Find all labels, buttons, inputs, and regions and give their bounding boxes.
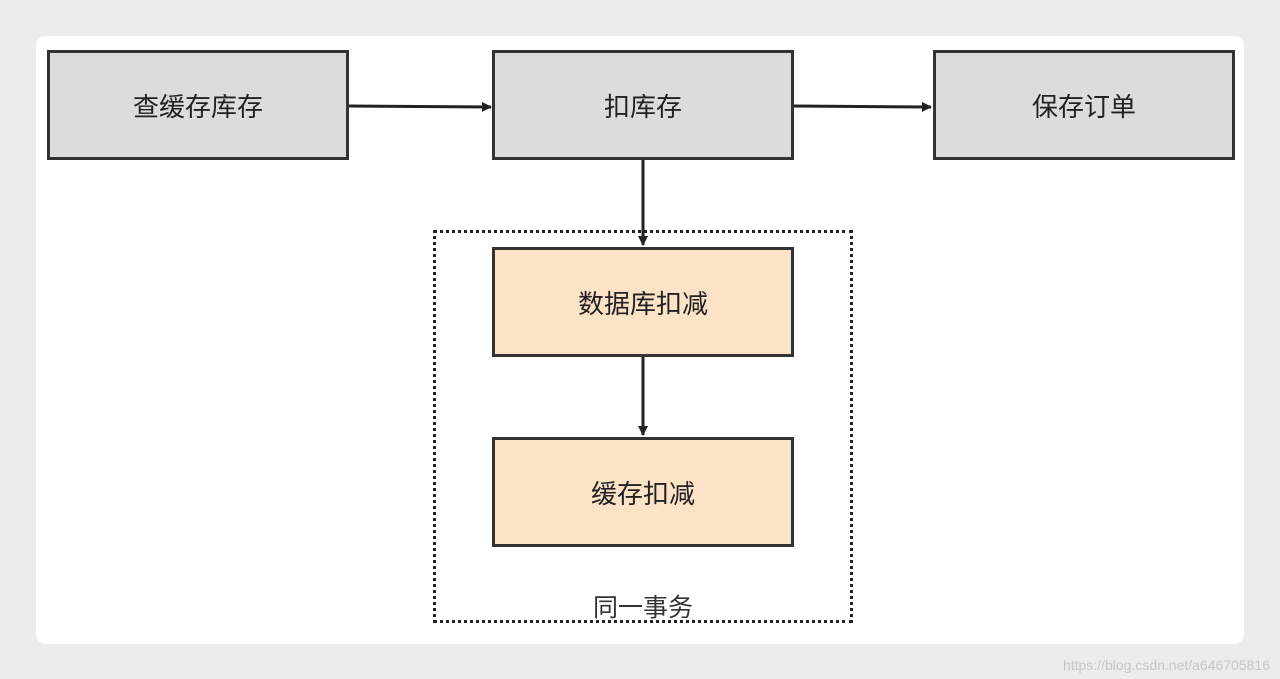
transaction-group-label: 同一事务: [592, 593, 693, 622]
transaction-group-box: [433, 230, 853, 623]
node-check-cache-stock: 查缓存库存: [47, 50, 349, 160]
arrow-check-to-deduct: [347, 101, 492, 112]
watermark-url: https://blog.csdn.net/a646705816: [1062, 657, 1270, 673]
arrow-deduct-to-save: [792, 101, 932, 112]
node-save-order: 保存订单: [933, 50, 1235, 160]
node-db-deduct: 数据库扣减: [492, 247, 794, 357]
node-deduct-stock: 扣库存: [492, 50, 794, 160]
node-cache-deduct: 缓存扣减: [492, 437, 794, 547]
